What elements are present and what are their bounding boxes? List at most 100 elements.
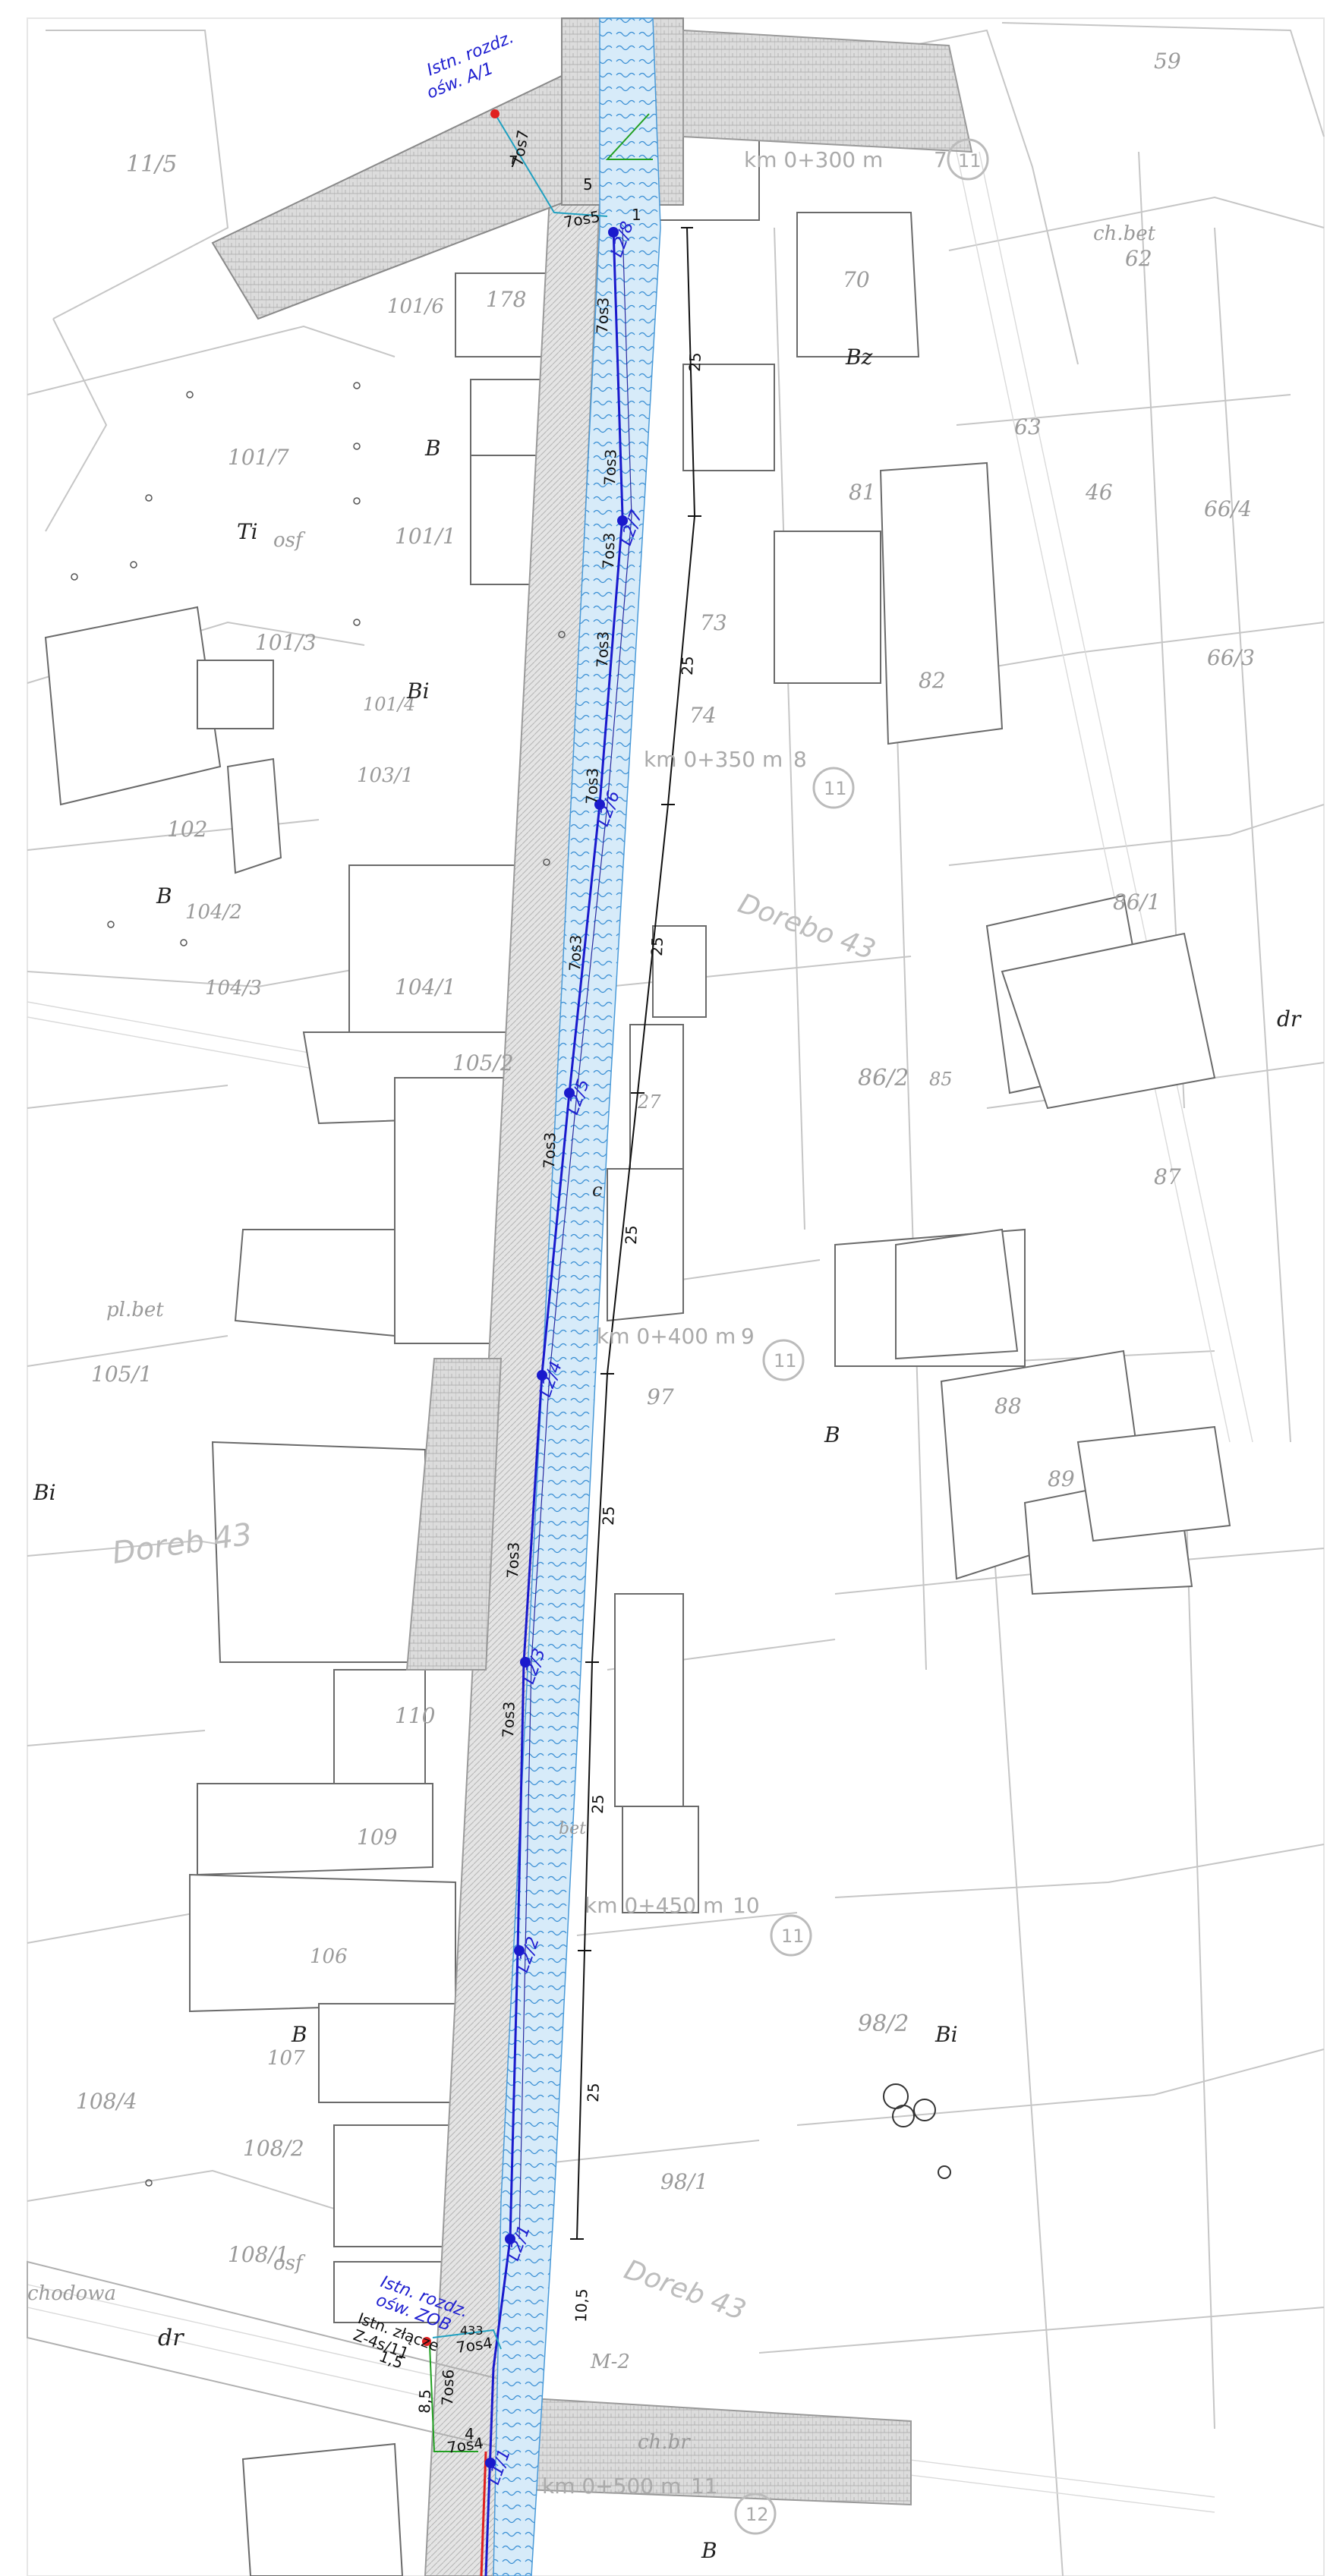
chainage-number: 7 bbox=[934, 147, 947, 172]
dim-433: 433 bbox=[460, 2323, 484, 2338]
chainage-label: km 0+400 m bbox=[597, 1324, 736, 1349]
chainage-marker-5: km 0+500 m 11 12 bbox=[542, 2474, 777, 2535]
parcel-59: 59 bbox=[1154, 49, 1181, 74]
red-marker bbox=[422, 2337, 431, 2346]
parcel-102: 102 bbox=[167, 817, 207, 842]
survey-points bbox=[71, 382, 566, 2187]
cable-code-os6: 7os6 bbox=[438, 2369, 458, 2406]
cable-route bbox=[484, 227, 624, 2576]
chainage-circle-text: 11 bbox=[774, 1350, 797, 1371]
dim-25-2: 25 bbox=[678, 656, 697, 675]
cable-code-os3-i: 7os3 bbox=[499, 1701, 518, 1738]
tree-symbols bbox=[883, 2083, 951, 2179]
parcel-98-2: 98/2 bbox=[858, 2011, 909, 2037]
parcel-105-2: 105/2 bbox=[452, 1050, 514, 1075]
parcel-108-1: 108/1 bbox=[228, 2242, 289, 2267]
landuse-chbet: ch.bet bbox=[1093, 222, 1156, 245]
landuse-chodowa: chodowa bbox=[27, 2282, 116, 2305]
parcel-82: 82 bbox=[919, 668, 946, 693]
chainage-number: 9 bbox=[741, 1324, 755, 1349]
cable-route-secondary bbox=[518, 227, 632, 2240]
parcel-86-1: 86/1 bbox=[1113, 890, 1161, 915]
cable-code-os3-c: 7os3 bbox=[599, 532, 619, 569]
parcel-97: 97 bbox=[647, 1384, 674, 1409]
parcel-63: 63 bbox=[1014, 414, 1042, 439]
cable-code-os3-h: 7os3 bbox=[503, 1542, 523, 1579]
landuse-plbet: pl.bet bbox=[106, 1299, 164, 1321]
landuse-Bi-3: Bi bbox=[934, 2022, 958, 2047]
dim-7: 7 bbox=[509, 153, 518, 171]
dim-25-6: 25 bbox=[588, 1794, 607, 1814]
landuse-B-2: B bbox=[156, 883, 172, 909]
parcel-86-2: 86/2 bbox=[858, 1065, 909, 1091]
chainage-circle-text: 11 bbox=[781, 1926, 805, 1947]
parcel-46: 46 bbox=[1085, 480, 1113, 505]
landuse-B-3: B bbox=[291, 2022, 307, 2047]
dim-25-1: 25 bbox=[685, 352, 704, 372]
parcel-101-7: 101/7 bbox=[228, 445, 289, 470]
parcel-62: 62 bbox=[1125, 246, 1152, 271]
parcel-105-1: 105/1 bbox=[91, 1362, 153, 1387]
landuse-dr-2: dr bbox=[1277, 1006, 1302, 1031]
parcel-101-4: 101/4 bbox=[363, 694, 415, 715]
chainage-marker-4: km 0+450 m 10 11 bbox=[585, 1893, 812, 1957]
parcel-74: 74 bbox=[689, 703, 717, 728]
dimension-ticks bbox=[570, 227, 701, 2240]
cable-code-os3-b: 7os3 bbox=[600, 449, 620, 486]
parcel-109: 109 bbox=[357, 1825, 397, 1850]
parcel-108-2: 108/2 bbox=[243, 2136, 304, 2161]
landuse-B-4: B bbox=[824, 1422, 840, 1447]
parcel-106: 106 bbox=[310, 1945, 348, 1968]
chainage-circle-text: 12 bbox=[745, 2504, 769, 2525]
cable-code-os3-g: 7os3 bbox=[540, 1132, 559, 1169]
dim-1: 1 bbox=[632, 206, 641, 224]
parcel-88: 88 bbox=[994, 1393, 1022, 1419]
chainage-marker-2: km 0+350 m 8 11 bbox=[644, 747, 855, 809]
chainage-marker-1: km 0+300 m 7 11 bbox=[744, 138, 989, 181]
chainage-circle-text: 11 bbox=[958, 150, 982, 172]
parcel-178: 178 bbox=[486, 287, 526, 312]
dim-105: 10,5 bbox=[572, 2288, 591, 2322]
cable-code-os3-f: 7os3 bbox=[566, 934, 585, 972]
parcel-81: 81 bbox=[849, 480, 876, 505]
dim-25-5: 25 bbox=[599, 1506, 618, 1526]
landuse-Bz: Bz bbox=[845, 345, 873, 370]
parcel-101-3: 101/3 bbox=[255, 630, 317, 655]
cable-code-os3-d: 7os3 bbox=[593, 631, 613, 668]
landuse-Bi-1: Bi bbox=[406, 679, 430, 704]
cable-code-os3-e: 7os3 bbox=[582, 767, 602, 805]
parcel-104-2: 104/2 bbox=[185, 901, 242, 924]
landuse-B-1: B bbox=[424, 436, 441, 461]
parcel-numbers: 11/5 101/7 101/6 101/1 101/3 101/4 103/1… bbox=[76, 49, 1255, 2267]
parcel-101-1: 101/1 bbox=[395, 524, 456, 549]
pole-L2-1[interactable]: L2/1 bbox=[504, 2223, 534, 2263]
cyan-connector-bottom bbox=[432, 2329, 502, 2350]
dim-25-3: 25 bbox=[648, 937, 667, 956]
parcel-66-3: 66/3 bbox=[1207, 645, 1255, 670]
parcel-87: 87 bbox=[1154, 1164, 1181, 1189]
landuse-Ti: Ti bbox=[237, 519, 258, 544]
parcel-108-4: 108/4 bbox=[76, 2089, 137, 2114]
stream-channel bbox=[493, 17, 661, 2576]
parcel-27: 27 bbox=[637, 1091, 661, 1113]
parcel-11-5: 11/5 bbox=[126, 151, 177, 178]
red-marker bbox=[490, 109, 500, 118]
landuse-osf-2: osf bbox=[273, 2252, 306, 2275]
chainage-circle-text: 11 bbox=[824, 778, 847, 799]
chainage-label: km 0+300 m bbox=[744, 147, 883, 172]
parcel-70: 70 bbox=[843, 267, 870, 292]
landuse-dr-1: dr bbox=[158, 2325, 184, 2351]
parcel-73: 73 bbox=[700, 610, 727, 635]
chainage-number: 11 bbox=[691, 2474, 718, 2499]
landuse-ch: ch.br bbox=[638, 2431, 691, 2454]
red-cable-segment bbox=[480, 2451, 487, 2576]
parcel-85: 85 bbox=[929, 1069, 953, 1090]
parking-bay bbox=[405, 1358, 503, 1671]
dim-25-4: 25 bbox=[622, 1225, 641, 1245]
cable-code-labels: 7os7 7os5 7os3 7os3 7os3 7os3 7os3 7os3 … bbox=[438, 128, 620, 2457]
parcel-107: 107 bbox=[267, 2047, 305, 2070]
chainage-label: km 0+450 m bbox=[585, 1893, 723, 1918]
chainage-marker-3: km 0+400 m 9 11 bbox=[597, 1324, 805, 1381]
landuse-Bi-2: Bi bbox=[33, 1480, 56, 1505]
parcel-89: 89 bbox=[1048, 1466, 1075, 1491]
